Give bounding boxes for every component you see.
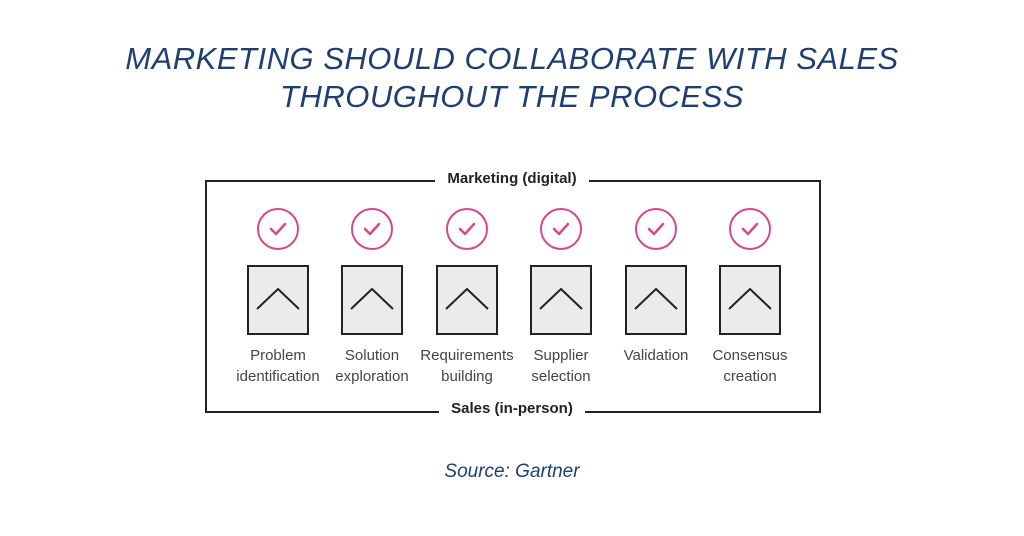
chevron-up-icon <box>436 265 498 335</box>
step-label-line-1: Validation <box>623 347 689 364</box>
source-note: Source: Gartner <box>444 461 580 482</box>
chevron-up-icon <box>341 265 403 335</box>
step-label-line-2: identification <box>236 368 320 385</box>
chevron-up-icon <box>719 265 781 335</box>
check-circle-icon <box>635 208 677 250</box>
step-label: Solution exploration <box>317 345 427 387</box>
chevron-up-icon <box>247 265 309 335</box>
marketing-label-wrap: Marketing (digital) <box>0 170 1024 187</box>
step-label-line-1: Solution <box>344 347 400 364</box>
step-label-line-2: selection <box>531 368 591 385</box>
chevron-up-icon <box>625 265 687 335</box>
process-step: Validation <box>601 208 711 366</box>
step-label-line-1: Requirements <box>420 347 514 364</box>
process-step: Supplier selection <box>506 208 616 387</box>
process-step: Consensus creation <box>695 208 805 387</box>
step-label-line-1: Supplier <box>533 347 589 364</box>
sales-label: Sales (in-person) <box>439 400 585 417</box>
chevron-up-icon <box>530 265 592 335</box>
sales-label-wrap: Sales (in-person) <box>0 400 1024 417</box>
step-label-line-2: exploration <box>335 368 409 385</box>
step-label-line-2: building <box>441 368 493 385</box>
step-label-line-2: creation <box>723 368 777 385</box>
check-circle-icon <box>729 208 771 250</box>
process-step: Requirements building <box>412 208 522 387</box>
check-circle-icon <box>446 208 488 250</box>
process-step: Solution exploration <box>317 208 427 387</box>
marketing-label: Marketing (digital) <box>435 170 589 187</box>
check-circle-icon <box>540 208 582 250</box>
title-line-1: MARKETING SHOULD COLLABORATE WITH SALES <box>125 41 899 76</box>
step-label: Validation <box>601 345 711 366</box>
step-label: Consensus creation <box>695 345 805 387</box>
title-line-2: THROUGHOUT THE PROCESS <box>280 79 744 114</box>
step-label: Supplier selection <box>506 345 616 387</box>
step-label: Problem identification <box>223 345 333 387</box>
check-circle-icon <box>351 208 393 250</box>
page-title: MARKETING SHOULD COLLABORATE WITH SALES … <box>0 40 1024 116</box>
step-label-line-1: Consensus <box>712 347 788 364</box>
process-step: Problem identification <box>223 208 333 387</box>
step-label: Requirements building <box>412 345 522 387</box>
step-label-line-1: Problem <box>250 347 306 364</box>
check-circle-icon <box>257 208 299 250</box>
